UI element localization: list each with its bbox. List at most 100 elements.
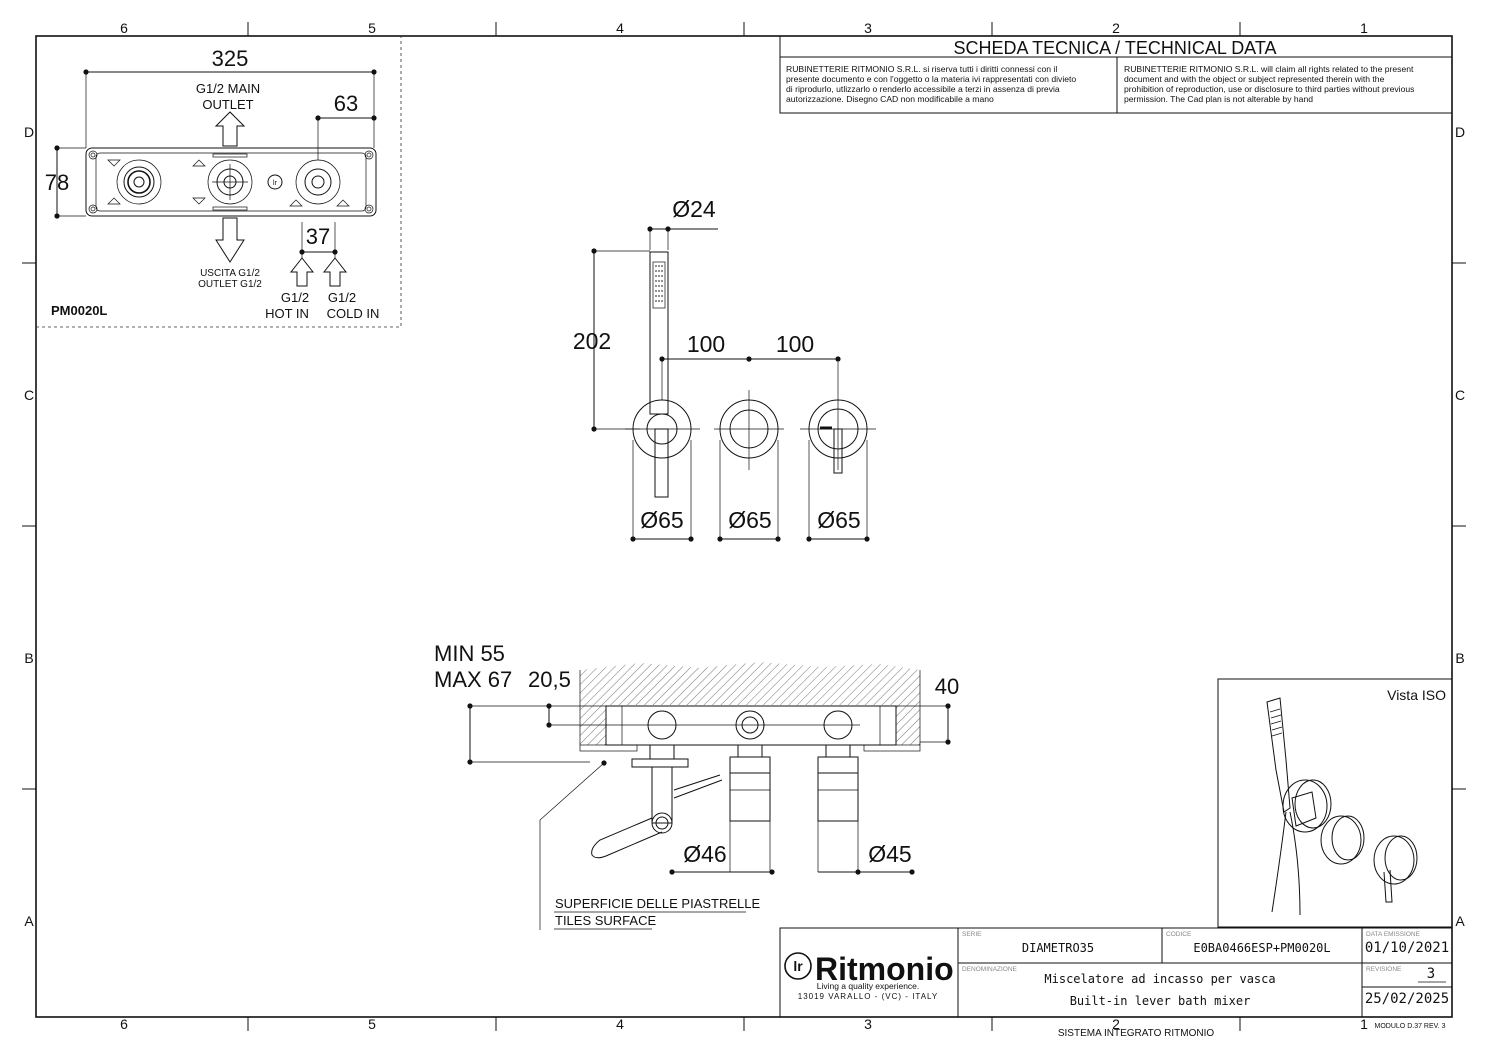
body-plate-outline <box>85 147 377 217</box>
tiles-label: TILES SURFACE <box>555 913 656 928</box>
cold-in-label: COLD IN <box>327 306 380 321</box>
footer-module: MODULO D.37 REV. 3 <box>1375 1023 1446 1030</box>
hot-in-arrow-icon <box>289 257 315 287</box>
field-denominazione-it: Miscelatore ad incasso per vasca <box>1044 972 1275 986</box>
footer-system: SISTEMA INTEGRATO RITMONIO <box>1058 1028 1215 1039</box>
built-in-body-detail: lr 325 78 63 <box>36 36 402 328</box>
row-label-right: A <box>1455 913 1465 929</box>
tiles-label: SUPERFICIE DELLE PIASTRELLE <box>555 896 761 911</box>
cold-knob-outline <box>817 772 859 822</box>
notice-it-line: RUBINETTERIE RITMONIO S.R.L. si riserva … <box>786 64 1057 74</box>
col-label-top: 1 <box>1360 20 1368 36</box>
field-serie: DIAMETRO35 <box>1022 941 1094 955</box>
hot-in-label: HOT IN <box>265 306 309 321</box>
frame-labels: 6 5 4 3 2 1 6 5 4 3 2 1 D C B A D C B A <box>24 20 1465 1032</box>
dim-rosette-1: Ø65 <box>640 507 683 533</box>
field-label-codice: CODICE <box>1166 931 1192 938</box>
row-label-left: D <box>24 124 34 140</box>
row-label-right: C <box>1455 387 1465 403</box>
notice-it-line: autorizzazione. Disegno CAD non modifica… <box>786 94 994 104</box>
field-label-denominazione: DENOMINAZIONE <box>962 966 1018 973</box>
drawing-frame <box>22 22 1466 1031</box>
col-label-top: 2 <box>1112 20 1120 36</box>
col-label-bottom: 5 <box>368 1016 376 1032</box>
iso-hand-shower <box>1266 697 1291 813</box>
dim-offset: 20,5 <box>528 667 571 692</box>
lever-side-outline <box>591 817 663 859</box>
diverter-knob-outline <box>729 772 771 822</box>
dim-rosette-2: Ø65 <box>728 507 771 533</box>
tile-layer-right <box>863 744 921 752</box>
svg-text:lr: lr <box>273 180 278 187</box>
dim-rosette-3: Ø65 <box>817 507 860 533</box>
technical-data-header: SCHEDA TECNICA / TECHNICAL DATA RUBINETT… <box>779 35 1453 114</box>
notice-en-line: RUBINETTERIE RITMONIO S.R.L. will claim … <box>1124 64 1414 74</box>
field-label-serie: SERIE <box>962 931 982 938</box>
notice-it-line: di riprodurlo, utlizzarlo o renderlo acc… <box>786 84 1060 94</box>
section-view: MIN 55 MAX 67 20,5 40 Ø46 Ø45 SUPERFICIE… <box>434 641 959 930</box>
col-label-bottom: 4 <box>616 1016 624 1032</box>
cold-valve-outline <box>295 159 341 205</box>
brand-address: 13019 VARALLO - (VC) - ITALY <box>798 992 938 1001</box>
ritmonio-logo-icon <box>267 174 283 190</box>
iso-view: Vista ISO <box>1217 678 1453 928</box>
tile-layer-left <box>579 744 638 752</box>
col-label-top: 4 <box>616 20 624 36</box>
main-outlet-arrow-icon <box>214 111 246 147</box>
dim-right: 40 <box>935 674 959 699</box>
body-code: PM0020L <box>51 303 107 318</box>
dim-hand-shower: Ø24 <box>672 196 716 222</box>
lever-1-outline <box>654 428 669 498</box>
notice-en-line: document and with the object or subject … <box>1124 74 1385 84</box>
row-label-right: D <box>1455 124 1465 140</box>
col-label-top: 3 <box>864 20 872 36</box>
dim-spacing-1: 100 <box>687 331 725 357</box>
svg-text:lr: lr <box>793 958 803 974</box>
field-label-data: DATA EMISSIONE <box>1366 931 1421 938</box>
hot-valve-outline <box>116 159 162 205</box>
field-data: 01/10/2021 <box>1365 940 1449 956</box>
cold-in-arrow-icon <box>322 257 348 287</box>
dim-height: 78 <box>45 170 69 195</box>
ritmonio-logo: lr Ritmonio <box>784 951 954 987</box>
field-denominazione-en: Built-in lever bath mixer <box>1070 994 1251 1008</box>
main-outlet-label: OUTLET <box>202 97 253 112</box>
title-block: lr Ritmonio Living a quality experience.… <box>779 927 1453 1018</box>
dim-width: 325 <box>212 46 249 71</box>
dim-spacing-2: 100 <box>776 331 814 357</box>
notice-it-line: presente documento e con l'oggetto o la … <box>786 74 1076 84</box>
front-view: Ø24 202 100 100 Ø65 Ø65 Ø65 <box>573 196 876 542</box>
dim-inlets: 37 <box>306 224 330 249</box>
row-label-left: B <box>24 650 33 666</box>
col-label-top: 6 <box>120 20 128 36</box>
iso-label: Vista ISO <box>1387 687 1446 703</box>
cold-in-label: G1/2 <box>328 290 356 305</box>
hot-in-label: G1/2 <box>281 290 309 305</box>
brand-name: Ritmonio <box>815 951 954 987</box>
header-title: SCHEDA TECNICA / TECHNICAL DATA <box>953 38 1276 58</box>
notice-en-line: prohibition of reproduction, use or disc… <box>1124 84 1414 94</box>
field-revisione-date: 25/02/2025 <box>1365 991 1449 1007</box>
dim-right: 63 <box>334 91 358 116</box>
main-outlet-label: G1/2 MAIN <box>196 81 260 96</box>
dim-depth-min: MIN 55 <box>434 641 505 666</box>
brand-tagline: Living a quality experience. <box>817 981 920 991</box>
dim-knob-2: Ø45 <box>868 841 911 867</box>
dim-height: 202 <box>573 328 611 354</box>
col-label-top: 5 <box>368 20 376 36</box>
row-label-left: A <box>24 913 34 929</box>
col-label-bottom: 6 <box>120 1016 128 1032</box>
ritmonio-logo-icon <box>784 952 812 980</box>
notice-en-line: permission. The Cad plan is not alterabl… <box>1124 94 1313 104</box>
wall-hatch <box>580 662 920 745</box>
dim-depth-max: MAX 67 <box>434 667 512 692</box>
row-label-left: C <box>24 387 34 403</box>
col-label-bottom: 2 <box>1112 1016 1120 1032</box>
field-codice: E0BA0466ESP+PM0020L <box>1193 941 1330 955</box>
diverter-valve-outline <box>207 159 253 205</box>
outlet-label: USCITA G1/2 <box>200 268 260 279</box>
row-label-right: B <box>1455 650 1464 666</box>
field-label-revisione: REVISIONE <box>1366 966 1402 973</box>
dim-knob-1: Ø46 <box>683 841 726 867</box>
